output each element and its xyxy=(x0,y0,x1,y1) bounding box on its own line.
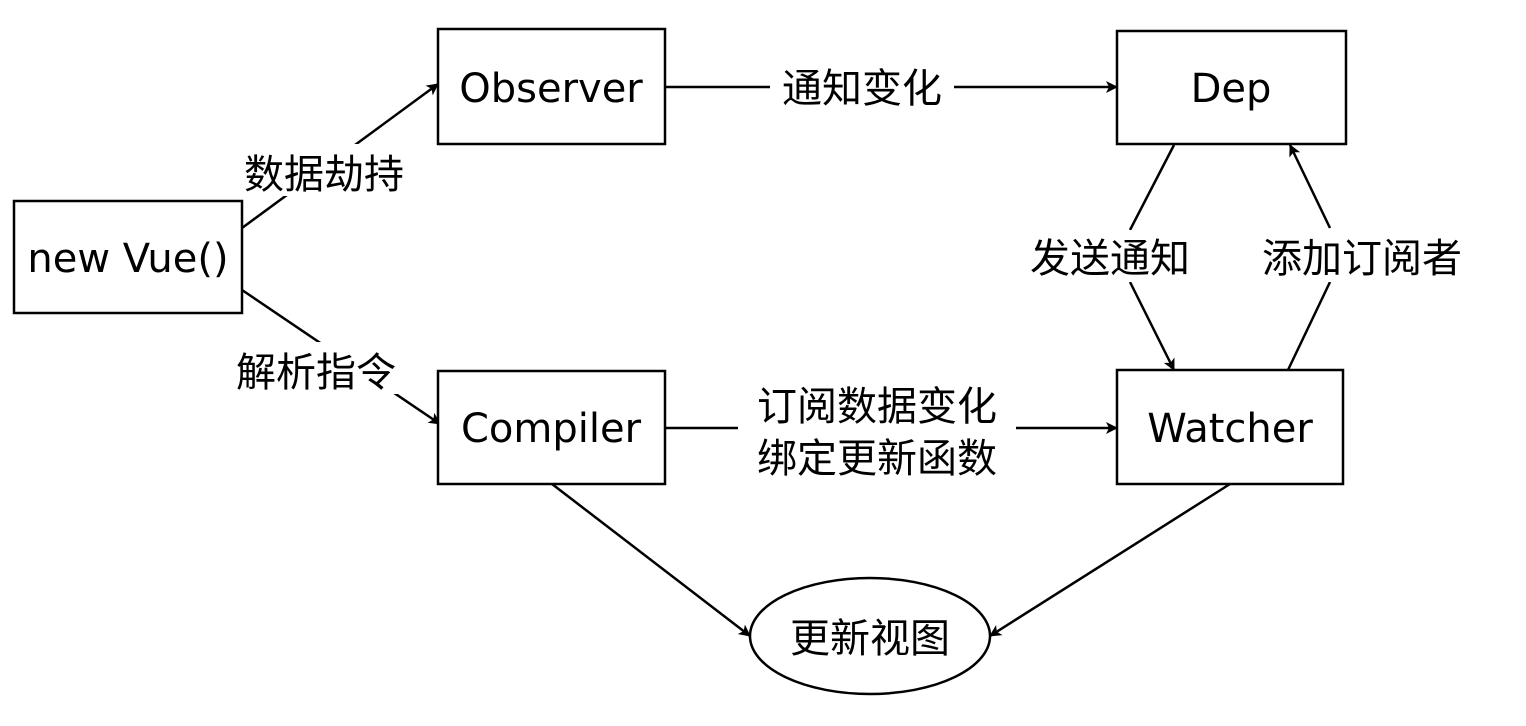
node-observer: Observer xyxy=(436,27,667,146)
node-update-view: 更新视图 xyxy=(748,576,992,696)
node-new-vue-label: new Vue() xyxy=(27,236,228,282)
edge-dep-to-watcher-path xyxy=(1128,144,1174,370)
label-bg xyxy=(1248,230,1476,282)
node-compiler-label: Compiler xyxy=(461,406,642,452)
label-bg xyxy=(224,342,408,394)
label-bg xyxy=(232,144,416,196)
node-watcher-label: Watcher xyxy=(1147,406,1313,452)
node-watcher: Watcher xyxy=(1115,368,1345,486)
edge-label-bind-update: 绑定更新函数 xyxy=(757,436,997,482)
node-compiler: Compiler xyxy=(436,369,667,486)
edge-label-add-subscriber: 添加订阅者 xyxy=(1262,236,1462,282)
edge-watcher-to-dep-path xyxy=(1288,145,1332,371)
node-update-view-label: 更新视图 xyxy=(790,616,950,662)
node-dep: Dep xyxy=(1115,29,1348,146)
edge-label-parse-directive: 解析指令 xyxy=(236,350,396,396)
edge-watcher-to-view xyxy=(989,482,1231,638)
label-bg xyxy=(770,60,954,112)
label-bg xyxy=(1018,230,1202,282)
node-dep-label: Dep xyxy=(1191,66,1272,112)
edge-label-subscribe-change: 订阅数据变化 xyxy=(757,384,997,430)
edge-label-notify-change: 通知变化 xyxy=(782,66,942,112)
edge-label-data-hijack: 数据劫持 xyxy=(244,152,404,198)
node-new-vue: new Vue() xyxy=(12,199,244,315)
node-observer-label: Observer xyxy=(459,66,643,112)
label-bg xyxy=(738,378,1016,482)
edge-compiler-to-view xyxy=(551,483,751,637)
edge-label-send-notice: 发送通知 xyxy=(1030,236,1190,282)
